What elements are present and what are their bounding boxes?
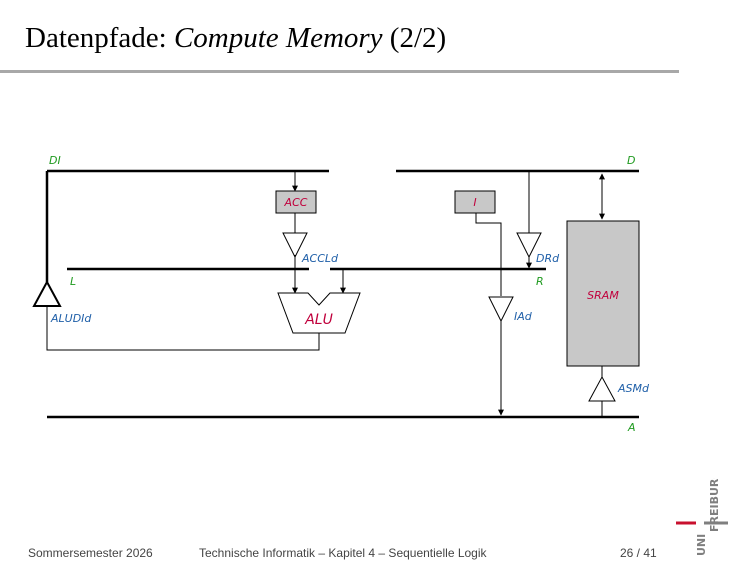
slide-title-italic: Compute Memory [173,22,383,54]
driver-label-aludid: ALUDId [50,312,92,325]
bus-label-l: L [70,275,76,288]
driver-iad-triangle [488,296,514,323]
i-register [454,190,496,214]
slide-title: Datenpfade: Compute Memory (2/2) [25,22,446,55]
driver-aludid-triangle [32,279,62,307]
wire-alu-to-aludid [46,306,320,351]
footer-semester: Sommersemester 2026 [28,546,153,560]
i-register-label: I [473,196,476,209]
alu-label: ALU [304,312,333,328]
alu-shape [277,292,361,334]
driver-asmd-triangle [588,375,616,402]
bus-label-a: A [627,421,636,434]
footer-page-number: 26 / 41 [620,546,657,560]
sram-block [566,220,640,367]
acc-register [275,190,317,214]
slide-title-suffix: (2/2) [382,22,447,54]
slide-title-plain: Datenpfade: [25,22,174,54]
logo-line2: FREIBURG [708,478,721,532]
logo-line1: UNI [695,534,708,556]
sram-label: SRAM [587,289,619,302]
driver-accld-triangle [282,232,308,259]
driver-label-drd: DRd [536,252,560,265]
footer-course: Technische Informatik – Kapitel 4 – Sequ… [199,546,487,560]
acc-register-label: ACC [284,196,308,209]
bus-label-d: D [627,154,635,167]
bus-label-r: R [536,275,544,288]
uni-freiburg-logo: UNI FREIBURG [676,478,728,556]
driver-label-iad: IAd [514,310,533,323]
bus-label-di: DI [49,154,61,167]
driver-drd-triangle [516,232,542,259]
driver-label-accld: ACCLd [301,252,339,265]
driver-label-asmd: ASMd [617,382,650,395]
wire-i-iad [475,213,502,296]
title-rule [0,70,679,73]
